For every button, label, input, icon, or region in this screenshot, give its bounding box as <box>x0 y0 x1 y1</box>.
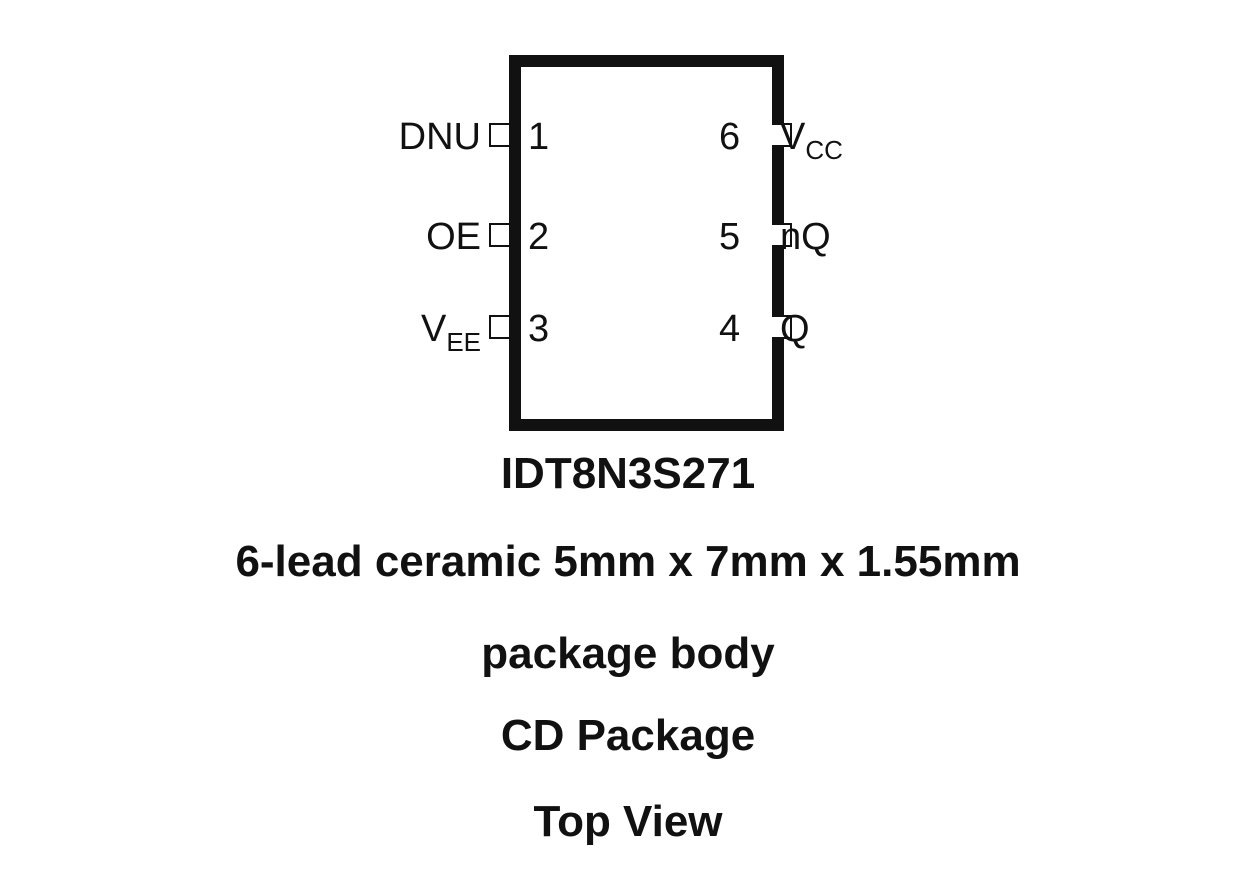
pin-1-pad <box>489 123 509 147</box>
pin-6-number: 6 <box>719 116 741 158</box>
pin-4-pad <box>772 315 792 339</box>
package-name: CD Package <box>500 711 756 760</box>
pin-4-name: Q <box>780 308 810 350</box>
pin-3-pad <box>489 315 509 339</box>
pin-6-pad <box>772 123 792 147</box>
view-label: Top View <box>533 797 723 846</box>
pin-6-name: VCC <box>780 116 843 165</box>
part-number: IDT8N3S271 <box>500 449 756 498</box>
pin-2-number: 2 <box>528 216 550 258</box>
pin-5-name: nQ <box>780 216 831 258</box>
pin-1-name: DNU <box>398 116 481 158</box>
pin-1-number: 1 <box>528 116 550 158</box>
package-description-line: 6-lead ceramic 5mm x 7mm x 1.55mm <box>235 537 1021 586</box>
pin-5-pad <box>772 223 792 247</box>
chip-package-outline <box>509 55 784 431</box>
pin-2-name: OE <box>426 216 481 258</box>
pin-5-number: 5 <box>719 216 741 258</box>
pin-3-name: VEE <box>420 308 481 357</box>
package-description-line: package body <box>481 629 775 678</box>
pin-3-number: 3 <box>528 308 550 350</box>
pin-2-pad <box>489 223 509 247</box>
pin-4-number: 4 <box>719 308 741 350</box>
